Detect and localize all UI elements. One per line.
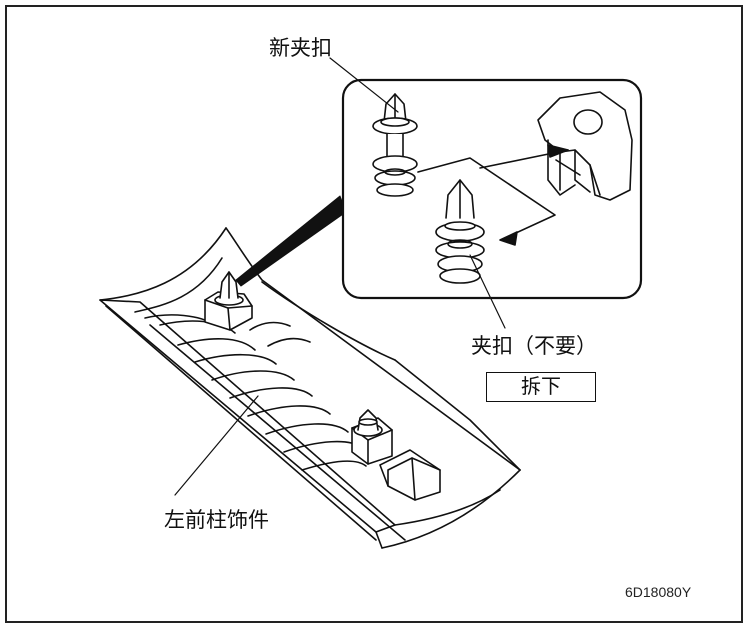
remove-instruction-box: 拆下 — [486, 372, 596, 402]
figure-frame — [5, 5, 743, 623]
leader-pillar-trim — [174, 395, 259, 496]
new-clip-label: 新夹扣 — [269, 36, 332, 60]
leader-new-clip — [329, 57, 399, 113]
callout-wedge — [235, 195, 347, 287]
mounted-clip-lower — [353, 409, 383, 437]
figure-reference-code: 6D18080Y — [625, 584, 692, 600]
detail-contents — [372, 91, 633, 284]
old-clip-label: 夹扣（不要） — [471, 334, 597, 358]
leader-old-clip — [469, 254, 506, 329]
mounted-clip-upper — [204, 271, 253, 331]
pillar-trim-label: 左前柱饰件 — [164, 508, 269, 532]
